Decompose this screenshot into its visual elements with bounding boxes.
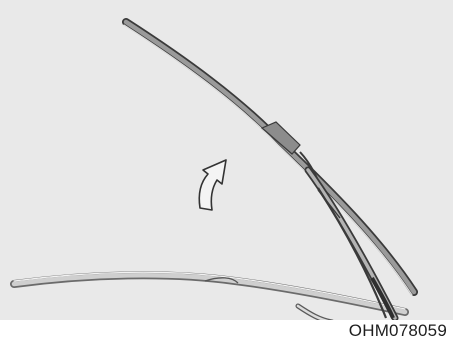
figure-code: OHM078059	[349, 321, 447, 341]
figure-panel	[0, 0, 453, 320]
curved-up-arrow-icon	[199, 160, 226, 210]
wiper-illustration	[0, 0, 453, 320]
lowered-wiper-arm	[14, 272, 405, 320]
lifted-wiper-blade	[124, 22, 414, 295]
